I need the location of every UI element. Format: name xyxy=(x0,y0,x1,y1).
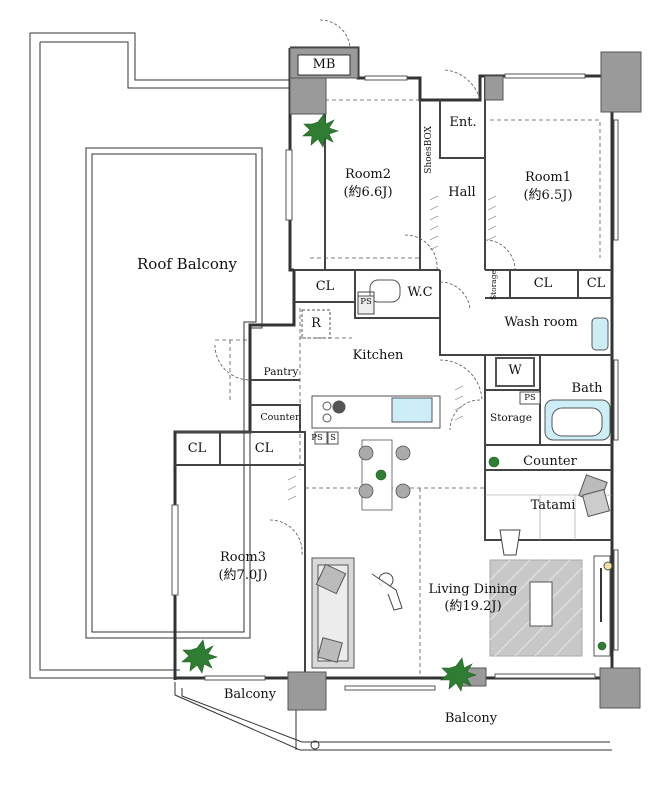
entrance-label: Ent. xyxy=(449,115,477,130)
room2-name: Room2 xyxy=(344,167,392,182)
room1-name: Room1 xyxy=(524,170,572,185)
closet-label-room1-b: CL xyxy=(586,276,606,291)
room2-size: (約6.6J) xyxy=(343,185,393,200)
drain-icon xyxy=(310,740,320,750)
ps-box-wc xyxy=(357,291,375,315)
shoes-box-label: ShoesBOX xyxy=(424,126,434,174)
windows xyxy=(171,73,619,691)
coffee-table xyxy=(529,581,553,627)
room3-name: Room3 xyxy=(219,550,267,565)
hall-label: Hall xyxy=(448,185,476,200)
counter-label-tatami: Counter xyxy=(523,454,577,469)
room1-size: (約6.5J) xyxy=(523,188,573,203)
mb-box xyxy=(297,54,351,76)
kitchen-label: Kitchen xyxy=(352,348,404,363)
refrigerator-space xyxy=(301,309,331,339)
refrigerator-label: R xyxy=(311,316,321,331)
closet-label-room3-a: CL xyxy=(187,441,207,456)
closet-hatches xyxy=(287,195,497,501)
washer-label: W xyxy=(508,363,522,378)
wc-label: W.C xyxy=(407,285,433,300)
storage-label-hall: Storage xyxy=(489,270,498,300)
pantry-label: Pantry xyxy=(263,366,299,378)
bath-label: Bath xyxy=(571,381,603,396)
s-label-kitchen: S xyxy=(330,433,336,443)
closet-label-room1-a: CL xyxy=(533,276,553,291)
lower-balcony-outline xyxy=(174,682,612,751)
room3-size: (約7.0J) xyxy=(218,568,268,583)
person-figures xyxy=(371,529,521,611)
wash-room-label: Wash room xyxy=(504,315,578,330)
fixtures xyxy=(311,279,611,445)
closet-label-room3-b: CL xyxy=(254,441,274,456)
balcony-label-left: Balcony xyxy=(223,687,277,702)
storage-label-bath: Storage xyxy=(490,412,532,424)
door-swings xyxy=(214,19,516,556)
living-dining-size: (約19.2J) xyxy=(444,599,502,614)
living-dining-name: Living Dining xyxy=(428,582,518,597)
ps-label-kitchen: PS xyxy=(311,433,323,443)
interior-walls xyxy=(175,76,612,678)
counter-label-kitchen: Counter xyxy=(260,412,300,423)
lamp-icon xyxy=(603,561,613,571)
balcony-label-main: Balcony xyxy=(444,711,498,726)
tatami-label: Tatami xyxy=(530,498,576,513)
closet-label-room2: CL xyxy=(315,279,335,294)
mb-label: MB xyxy=(312,57,336,72)
cushion xyxy=(581,488,611,518)
ps-label-bath: PS xyxy=(524,393,536,403)
sofa xyxy=(311,557,355,669)
roof-balcony-label: Roof Balcony xyxy=(136,255,238,273)
ps-label-wc: PS xyxy=(360,297,372,307)
plants xyxy=(181,113,607,692)
